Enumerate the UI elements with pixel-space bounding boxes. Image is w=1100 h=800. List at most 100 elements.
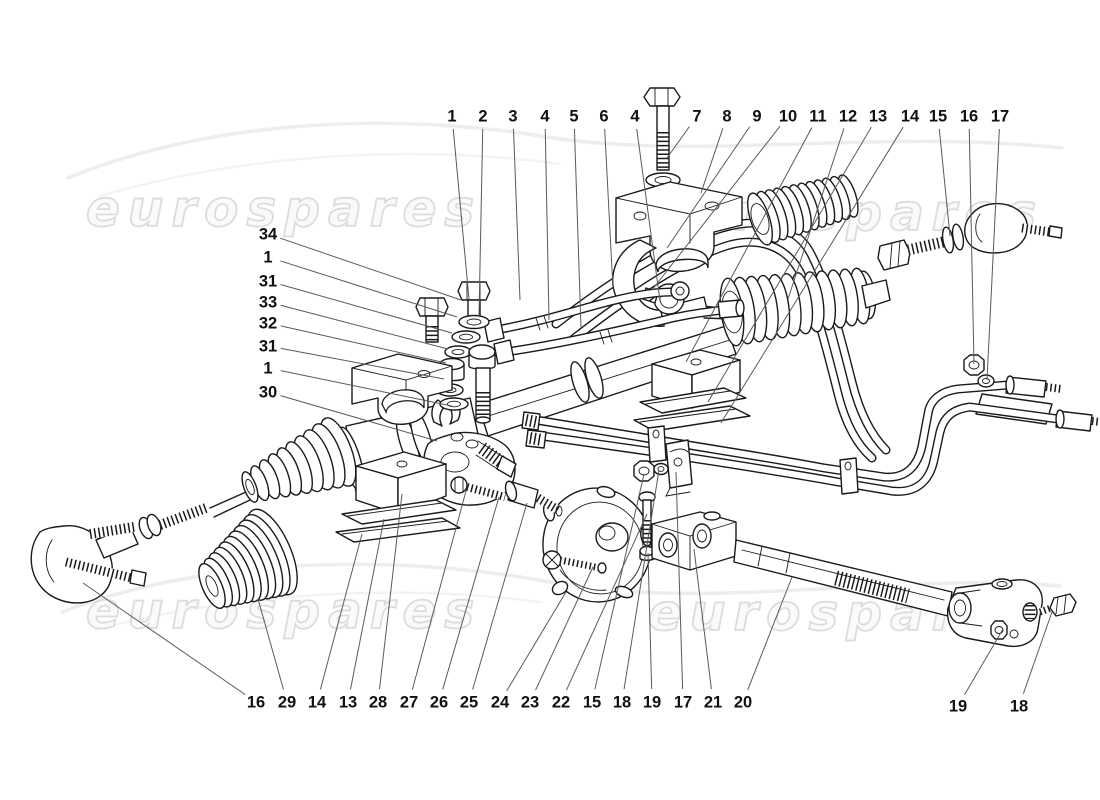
callout-leader (1022, 611, 1053, 694)
callout-leader (411, 490, 467, 690)
callout-number: 23 (521, 694, 539, 712)
callout-leader (512, 128, 521, 301)
callout-leader (280, 237, 462, 301)
callout-number: 7 (692, 108, 701, 126)
hydraulic-pipes-lower (521, 354, 1100, 497)
callout-leader (506, 591, 567, 692)
callout-number: 19 (643, 694, 661, 712)
callout-number: 9 (752, 108, 761, 126)
callout-number: 2 (478, 108, 487, 126)
tie-rod-right (861, 203, 1063, 309)
callout-number: 15 (583, 694, 601, 712)
callout-number: 13 (339, 694, 357, 712)
callout-number: 32 (259, 315, 277, 333)
bellows-rib (747, 192, 773, 246)
callout-leader (535, 566, 594, 691)
callout-leader (647, 552, 653, 690)
callout-leader (604, 128, 614, 290)
callout-leader (986, 128, 1000, 381)
callout-number: 11 (809, 108, 826, 126)
callout-number: 10 (779, 108, 797, 126)
callout-leader (675, 471, 684, 690)
callout-number: 6 (599, 108, 608, 126)
callout-number: 16 (960, 108, 978, 126)
callout-leader (280, 347, 445, 380)
callout-number: 4 (630, 108, 640, 126)
bracket-bolt (643, 87, 681, 188)
callout-number: 34 (259, 226, 278, 244)
callout-number: 8 (722, 108, 731, 126)
callout-leader (378, 493, 403, 690)
callout-number: 25 (460, 694, 478, 712)
callout-number: 20 (734, 694, 752, 712)
bellows-opening (205, 575, 219, 597)
callout-leader (666, 126, 751, 249)
callout-leader (280, 304, 449, 350)
callout-leader (452, 128, 470, 300)
callout-number: 18 (613, 694, 631, 712)
callout-number: 4 (540, 108, 550, 126)
callout-leader (938, 128, 951, 237)
callout-number: 29 (278, 694, 296, 712)
callout-leader-lines (82, 125, 1053, 696)
callout-leader (685, 127, 813, 363)
callout-number: 12 (839, 108, 857, 126)
callout-leader (544, 128, 550, 321)
universal-joint (651, 511, 737, 571)
bellows-rib (241, 471, 259, 503)
callout-number: 17 (991, 108, 1009, 126)
callout-number: 26 (430, 694, 448, 712)
callout-number: 30 (259, 384, 277, 402)
bellows-opening (245, 478, 255, 496)
callout-leader (280, 325, 447, 364)
callout-number: 13 (869, 108, 887, 126)
callout-number: 19 (949, 698, 967, 716)
callout-leader (636, 128, 661, 302)
callout-number: 28 (369, 694, 387, 712)
callout-number: 16 (247, 694, 265, 712)
callout-number: 3 (508, 108, 517, 126)
callout-leader (787, 128, 845, 300)
callout-number: 33 (259, 294, 277, 312)
callout-leader (472, 502, 528, 690)
callout-leader (280, 260, 458, 318)
callout-number: 17 (674, 694, 692, 712)
callout-number: 18 (1010, 698, 1028, 716)
watermark-text: eurospares (86, 180, 482, 238)
callout-leader (968, 128, 975, 365)
mount-block-right (633, 349, 751, 432)
bellows-rib (198, 563, 226, 609)
pinion-bolts (450, 476, 563, 517)
callout-leader (442, 496, 500, 690)
mounting-bracket-left (351, 353, 453, 425)
callout-leader (257, 598, 284, 690)
steering-bellows-spare (747, 174, 859, 246)
callout-number: 15 (929, 108, 947, 126)
callout-leader (350, 518, 385, 690)
callout-leader (565, 513, 648, 691)
callout-number: 22 (552, 694, 570, 712)
callout-number: 14 (901, 108, 920, 126)
callout-leader (594, 473, 645, 690)
callout-leader (280, 395, 438, 442)
rack-bellows-spare (198, 508, 298, 609)
steering-yoke (946, 578, 1077, 648)
pinion-cover-flange (542, 485, 656, 603)
callout-leader (747, 576, 793, 691)
rack-bellows-left (241, 417, 357, 503)
callout-leader (700, 128, 724, 194)
callout-leader (693, 548, 712, 690)
tie-rod-left (30, 491, 251, 604)
callout-leader (651, 125, 781, 291)
callout-leader (280, 284, 453, 334)
callout-leader (720, 126, 904, 424)
bellows-opening (750, 203, 770, 235)
callout-number: 21 (704, 694, 722, 712)
callout-number: 27 (400, 694, 418, 712)
callout-number: 31 (259, 338, 277, 356)
callout-number: 1 (263, 249, 272, 267)
callout-leader (573, 128, 582, 329)
